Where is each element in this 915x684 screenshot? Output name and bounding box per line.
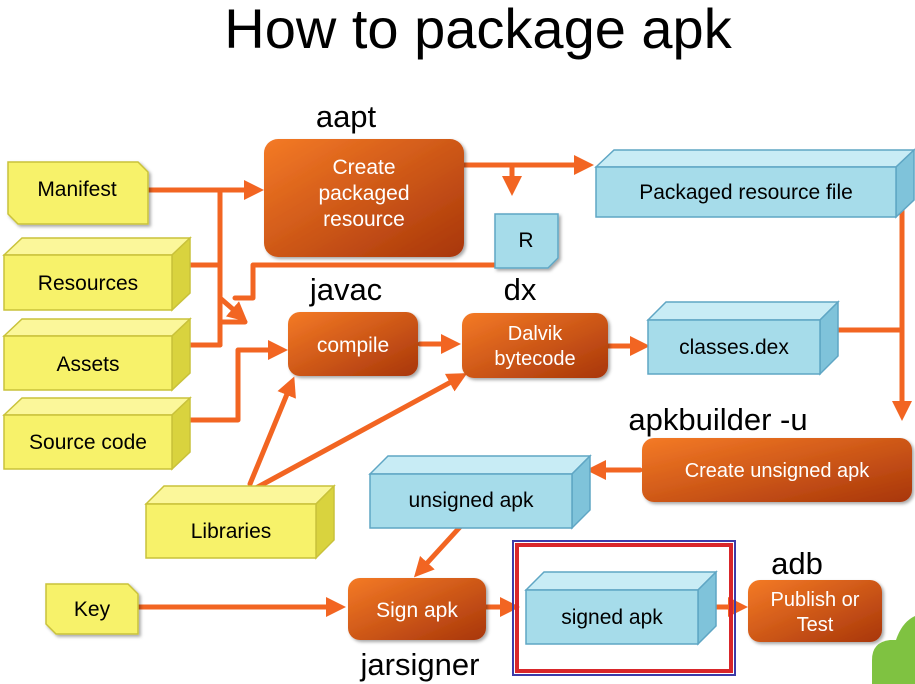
step-publish-line2: Test <box>797 614 834 636</box>
tool-label-aapt: aapt <box>316 99 377 134</box>
tool-label-dx: dx <box>504 272 537 307</box>
input-resources-label: Resources <box>38 272 138 295</box>
step-create-packaged-resource: Create packaged resource <box>264 139 464 257</box>
step-dalvik-line2: bytecode <box>494 348 575 370</box>
input-manifest: Manifest <box>7 161 149 225</box>
arrow-into-javac-bus <box>217 295 248 322</box>
output-classes-dex-label: classes.dex <box>679 336 789 359</box>
input-resources: Resources <box>2 236 192 312</box>
step-create-unsigned-apk: Create unsigned apk <box>642 438 912 502</box>
input-libraries-label: Libraries <box>191 520 272 543</box>
output-packaged-resource-file: Packaged resource file <box>594 148 915 219</box>
output-unsigned-apk-label: unsigned apk <box>409 489 534 512</box>
signed-apk-highlight-outer <box>512 540 736 676</box>
input-source-code-label: Source code <box>29 431 147 454</box>
input-assets-label: Assets <box>56 353 119 376</box>
input-libraries: Libraries <box>144 484 336 560</box>
step-publish-line1: Publish or <box>771 589 860 611</box>
output-packaged-resource-file-label: Packaged resource file <box>639 181 853 204</box>
input-key: Key <box>45 583 139 635</box>
arrow-unsigned-to-sign <box>413 524 463 578</box>
arrow-libraries-to-compile <box>247 376 296 487</box>
output-unsigned-apk: unsigned apk <box>368 454 592 530</box>
tool-label-jarsigner: jarsigner <box>360 647 480 682</box>
step-create-packaged-resource-line3: resource <box>323 208 405 231</box>
r-file-label: R <box>518 229 533 252</box>
tool-label-javac: javac <box>309 272 382 307</box>
step-compile-label: compile <box>317 334 389 357</box>
android-logo-icon <box>872 616 915 684</box>
input-source-code: Source code <box>2 396 192 471</box>
step-compile: compile <box>288 312 418 376</box>
tool-label-adb: adb <box>771 546 823 581</box>
step-dalvik-bytecode: Dalvik bytecode <box>462 313 608 378</box>
output-classes-dex: classes.dex <box>646 300 840 376</box>
step-create-unsigned-apk-label: Create unsigned apk <box>685 460 871 482</box>
step-publish-or-test: Publish or Test <box>748 580 882 642</box>
arrow-libraries-to-dalvik <box>253 373 468 491</box>
step-sign-apk: Sign apk <box>348 578 486 640</box>
signed-apk-highlight-inner <box>515 543 733 673</box>
step-dalvik-line1: Dalvik <box>508 323 563 345</box>
step-sign-apk-label: Sign apk <box>376 599 458 622</box>
tool-label-apkbuilder: apkbuilder -u <box>628 402 807 437</box>
step-create-packaged-resource-line1: Create <box>332 156 395 179</box>
line-r-to-javac <box>232 262 498 301</box>
step-create-packaged-resource-line2: packaged <box>318 182 409 205</box>
output-signed-apk-label: signed apk <box>561 606 663 629</box>
diagram-title: How to package apk <box>224 0 732 60</box>
input-key-label: Key <box>74 598 111 621</box>
connector-lines <box>135 155 912 617</box>
r-file: R <box>494 213 559 269</box>
arrow-source-to-compile <box>187 340 288 423</box>
input-manifest-label: Manifest <box>37 178 117 201</box>
output-signed-apk: signed apk <box>524 570 718 646</box>
input-assets: Assets <box>2 317 192 392</box>
